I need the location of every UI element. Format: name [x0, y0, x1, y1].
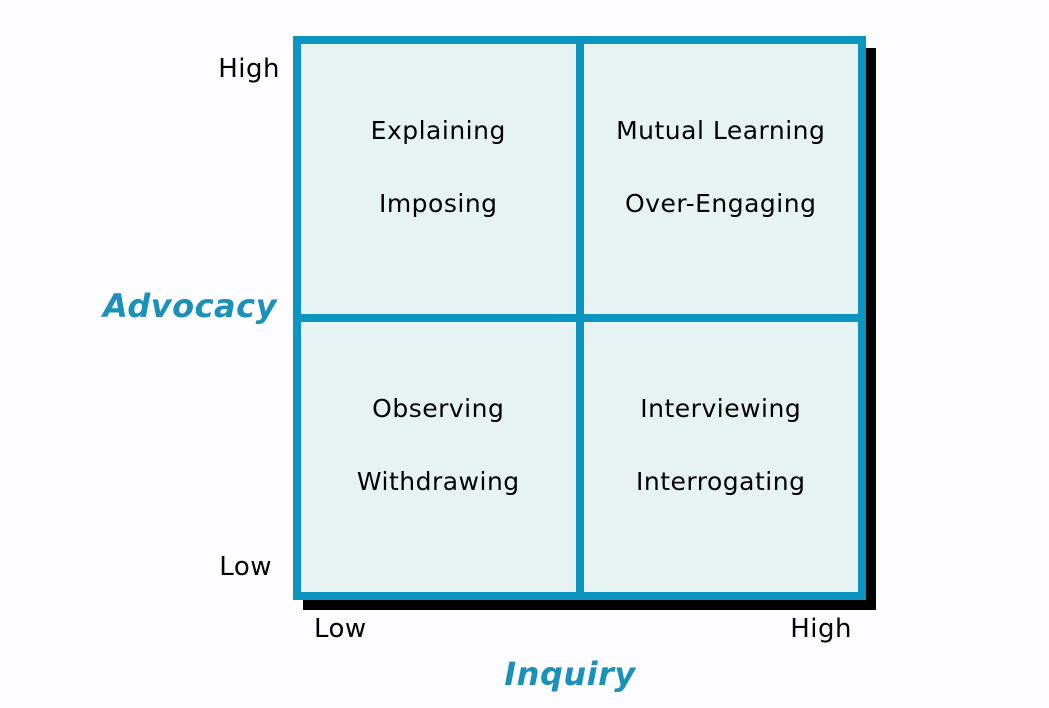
x-axis-tick-high: High: [790, 614, 852, 644]
matrix-grid: Explaining Imposing Mutual Learning Over…: [293, 36, 866, 600]
quadrant-top-right: Mutual Learning Over-Engaging: [583, 44, 858, 314]
y-axis-tick-low: Low: [219, 552, 272, 582]
quadrant-bottom-right: Interviewing Interrogating: [583, 322, 858, 592]
y-axis-title: Advocacy: [103, 287, 277, 325]
quadrant-label: Explaining: [370, 116, 506, 145]
quadrant-label: Imposing: [378, 189, 498, 218]
quadrant-label: Over-Engaging: [625, 189, 817, 218]
quadrant-label: Observing: [372, 394, 505, 423]
quadrant-top-left: Explaining Imposing: [301, 44, 576, 314]
quadrant-label: Interrogating: [636, 467, 806, 496]
x-axis-title: Inquiry: [504, 655, 636, 693]
y-axis-tick-high: High: [218, 54, 280, 84]
quadrant-label: Interviewing: [640, 394, 802, 423]
quadrant-label: Mutual Learning: [616, 116, 826, 145]
x-axis-tick-low: Low: [314, 614, 367, 644]
quadrant-label: Withdrawing: [356, 467, 520, 496]
quadrant-bottom-left: Observing Withdrawing: [301, 322, 576, 592]
